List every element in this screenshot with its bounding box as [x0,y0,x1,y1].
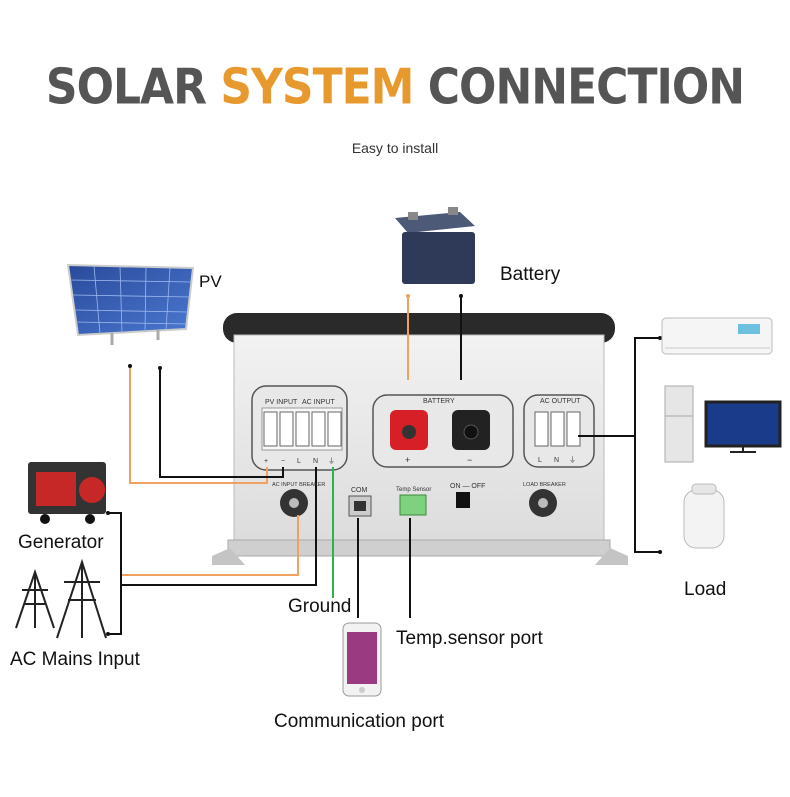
terminal-mark-4: N [313,458,318,465]
load-breaker-label: LOAD BREAKER [523,482,566,488]
ac-mains-label: AC Mains Input [10,649,140,670]
battery-minus-mark: − [467,455,472,465]
inverter-unit [212,313,628,565]
temp-sensor-port-label: Temp.sensor port [396,628,543,649]
battery-plus-mark: + [405,455,410,465]
title-word-3: CONNECTION [427,58,745,117]
pv-label: PV [199,272,222,291]
terminal-mark-3: L [297,458,301,465]
terminal-mark-1: + [264,458,268,465]
ac-input-breaker-label: AC INPUT BREAKER [272,482,325,488]
title-word-1: SOLAR [45,58,207,117]
load-label: Load [684,579,727,600]
title-word-2: SYSTEM [220,58,414,117]
battery-label: Battery [500,264,561,285]
page-title: SOLAR SYSTEM CONNECTION [0,59,790,116]
ground-label: Ground [288,596,352,617]
terminal-mark-5: ⏚ [328,457,335,465]
output-mark-2: N [554,457,559,464]
com-label: COM [351,487,368,494]
air-conditioner-icon [661,317,773,355]
output-mark-3: ⏚ [569,456,576,464]
phone-icon [342,622,382,697]
generator-label: Generator [18,532,104,553]
television-icon [704,400,782,453]
ac-input-l-wire [120,515,299,576]
electric-kettle-icon [683,483,725,549]
transmission-tower-icon [15,558,107,639]
ac-input-label: AC INPUT [302,399,335,406]
refrigerator-icon [664,385,694,463]
pv-positive-wire [129,366,268,484]
solar-panel-icon [66,263,195,345]
pv-input-label: PV INPUT [265,399,298,406]
ac-input-n-wire [120,467,317,586]
subtitle: Easy to install [351,140,439,156]
battery-terminal-label: BATTERY [423,398,455,405]
generator-icon [28,462,106,524]
communication-port-label: Communication port [274,711,445,732]
temp-sensor-label: Temp Sensor [396,487,431,493]
generator-wire [108,512,122,635]
pv-negative-wire [159,368,284,478]
battery-icon [395,207,475,284]
output-mark-1: L [538,457,542,464]
load-bus-wire [634,337,660,553]
ac-output-label: AC OUTPUT [540,398,581,405]
terminal-mark-2: − [281,458,285,465]
on-off-label: ON — OFF [450,483,485,490]
